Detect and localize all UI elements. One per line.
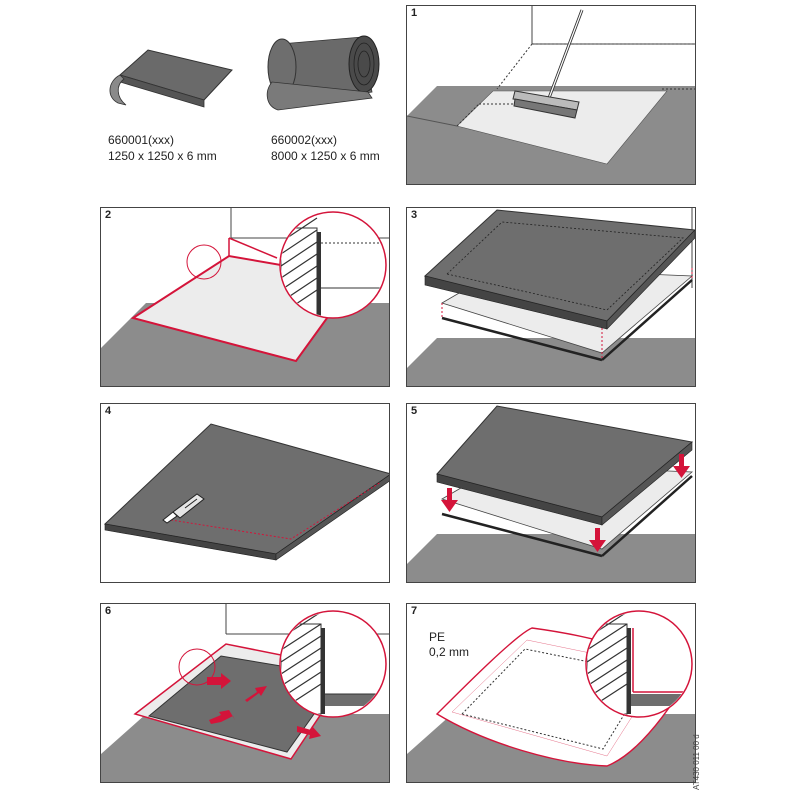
down-arrow-icon: [441, 454, 690, 552]
product-2-size: 8000 x 1250 x 6 mm: [271, 149, 380, 163]
step-5-illustration: [407, 405, 695, 582]
pe-film-label: PE 0,2 mm: [429, 630, 469, 660]
step-4-number: 4: [105, 405, 112, 417]
step-7-illustration: [407, 610, 695, 782]
step-1-panel: 1: [406, 5, 696, 185]
step-3-panel: 3: [406, 207, 696, 387]
product-1-size: 1250 x 1250 x 6 mm: [108, 149, 217, 163]
flat-sheet-icon: [109, 49, 233, 108]
spread-arrow-icon: [207, 673, 321, 739]
pe-label-line1: PE: [429, 630, 446, 644]
step-4-panel: 4: [100, 403, 390, 583]
zoom-detail-wall: [279, 211, 387, 319]
pe-label-line2: 0,2 mm: [429, 645, 470, 659]
broom-icon: [512, 9, 584, 119]
zoom-detail-wall: [585, 610, 693, 718]
step-6-panel: 6: [100, 603, 390, 783]
step-3-number: 3: [411, 209, 418, 221]
step-4-illustration: [103, 423, 389, 561]
step-1-number: 1: [411, 7, 418, 19]
step-5-number: 5: [411, 405, 418, 417]
step-3-illustration: [407, 208, 695, 386]
document-reference: AT430 011 00 d: [692, 734, 701, 790]
step-1-illustration: [407, 6, 695, 184]
step-2-illustration: [101, 208, 389, 386]
step-6-number: 6: [105, 605, 112, 617]
roll-product: [262, 22, 392, 117]
step-5-panel: 5: [406, 403, 696, 583]
flat-sheet-product: [100, 45, 235, 115]
product-2-code: 660002(xxx): [271, 133, 338, 147]
step-2-panel: 2: [100, 207, 390, 387]
product-2-caption: 660002(xxx) 8000 x 1250 x 6 mm: [271, 132, 380, 164]
roll-icon: [266, 35, 380, 111]
step-7-panel: 7 PE 0,2 mm: [406, 603, 696, 783]
product-1-code: 660001(xxx): [108, 133, 175, 147]
cutter-knife-icon: [162, 493, 205, 524]
zoom-detail-wall: [279, 610, 387, 718]
product-1-caption: 660001(xxx) 1250 x 1250 x 6 mm: [108, 132, 217, 164]
step-6-illustration: [101, 604, 389, 782]
step-7-number: 7: [411, 605, 418, 617]
step-2-number: 2: [105, 209, 112, 221]
